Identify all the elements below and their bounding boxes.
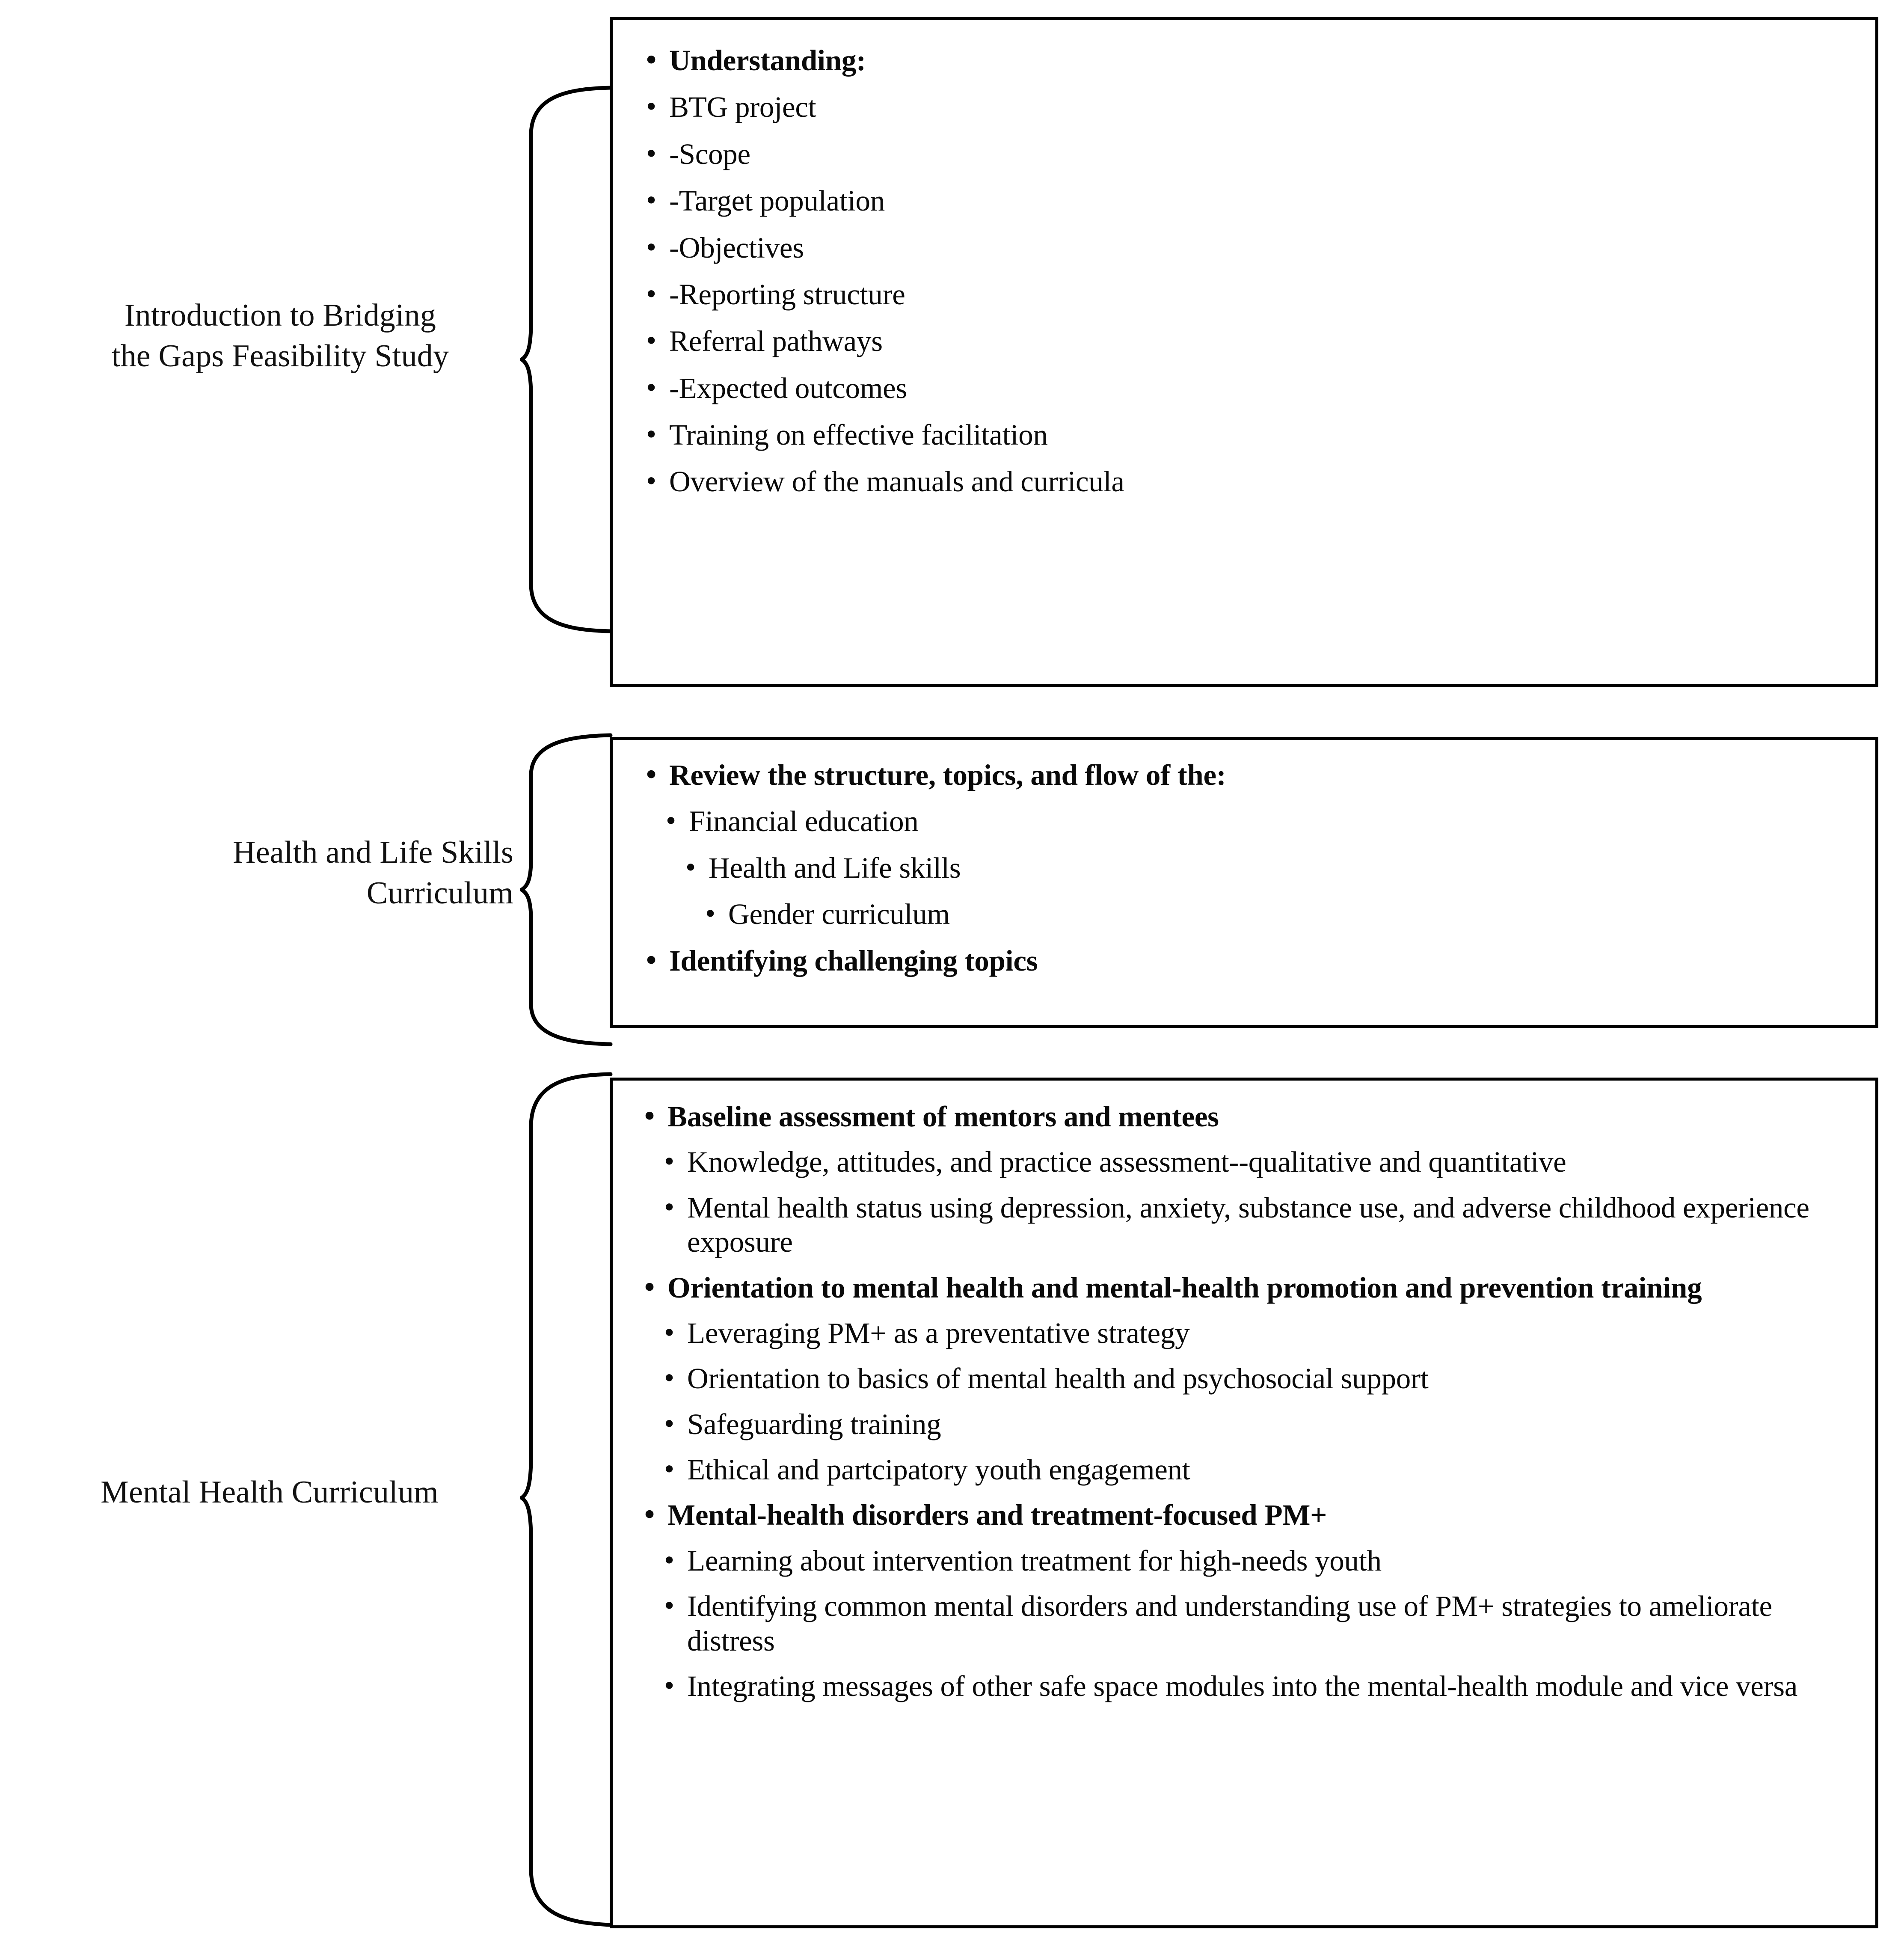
group-label-line-1: Introduction to Bridging	[124, 298, 436, 333]
bullet-list-mental-health: Baseline assessment of mentors and mente…	[613, 1081, 1875, 1703]
bullet-list-health-life-skills: Review the structure, topics, and flow o…	[613, 740, 1875, 978]
content-box-introduction: Understanding: BTG project -Scope -Targe…	[610, 17, 1878, 687]
group-label-line-2: the Gaps Feasibility Study	[111, 338, 449, 374]
group-label-health-life-skills: Health and Life Skills Curriculum	[64, 832, 513, 913]
list-item: Health and Life skills	[685, 850, 1858, 885]
list-item: Identifying challenging topics	[646, 942, 1858, 978]
list-item: Training on effective facilitation	[646, 417, 1858, 452]
list-item: Mental health status using depression, a…	[664, 1190, 1858, 1259]
group-label-mental-health: Mental Health Curriculum	[26, 1472, 513, 1513]
content-box-mental-health: Baseline assessment of mentors and mente…	[610, 1078, 1878, 1928]
curly-brace-introduction	[520, 83, 614, 635]
list-item: -Reporting structure	[646, 276, 1858, 312]
list-item: -Objectives	[646, 229, 1858, 265]
list-item: Overview of the manuals and curricula	[646, 463, 1858, 499]
group-label-introduction: Introduction to Bridging the Gaps Feasib…	[47, 295, 513, 376]
curly-brace-health-life-skills	[520, 732, 614, 1048]
list-item: Financial education	[666, 803, 1858, 838]
list-item: -Expected outcomes	[646, 370, 1858, 405]
list-item: Safeguarding training	[664, 1406, 1858, 1441]
content-box-health-life-skills: Review the structure, topics, and flow o…	[610, 737, 1878, 1028]
group-label-line-1: Health and Life Skills	[233, 835, 513, 870]
bullet-list-introduction: Understanding: BTG project -Scope -Targe…	[613, 20, 1875, 499]
list-item: Orientation to mental health and mental-…	[644, 1269, 1858, 1305]
list-item: Baseline assessment of mentors and mente…	[644, 1099, 1858, 1134]
list-item: Identifying common mental disorders and …	[664, 1588, 1858, 1658]
group-label-line-2: Curriculum	[366, 875, 513, 911]
list-item: Understanding:	[646, 42, 1858, 77]
list-item: -Scope	[646, 136, 1858, 171]
list-item: Integrating messages of other safe space…	[664, 1668, 1858, 1703]
group-label-line-1: Mental Health Curriculum	[101, 1475, 439, 1510]
list-item: Leveraging PM+ as a preventative strateg…	[664, 1315, 1858, 1350]
list-item: -Target population	[646, 183, 1858, 218]
list-item: Gender curriculum	[705, 896, 1858, 931]
list-item: Knowledge, attitudes, and practice asses…	[664, 1144, 1858, 1179]
list-item: Referral pathways	[646, 323, 1858, 358]
list-item: Ethical and partcipatory youth engagemen…	[664, 1452, 1858, 1487]
curly-brace-mental-health	[520, 1070, 614, 1932]
list-item: Learning about intervention treatment fo…	[664, 1543, 1858, 1578]
list-item: BTG project	[646, 89, 1858, 124]
list-item: Review the structure, topics, and flow o…	[646, 757, 1858, 792]
list-item: Orientation to basics of mental health a…	[664, 1360, 1858, 1396]
list-item: Mental-health disorders and treatment-fo…	[644, 1497, 1858, 1532]
